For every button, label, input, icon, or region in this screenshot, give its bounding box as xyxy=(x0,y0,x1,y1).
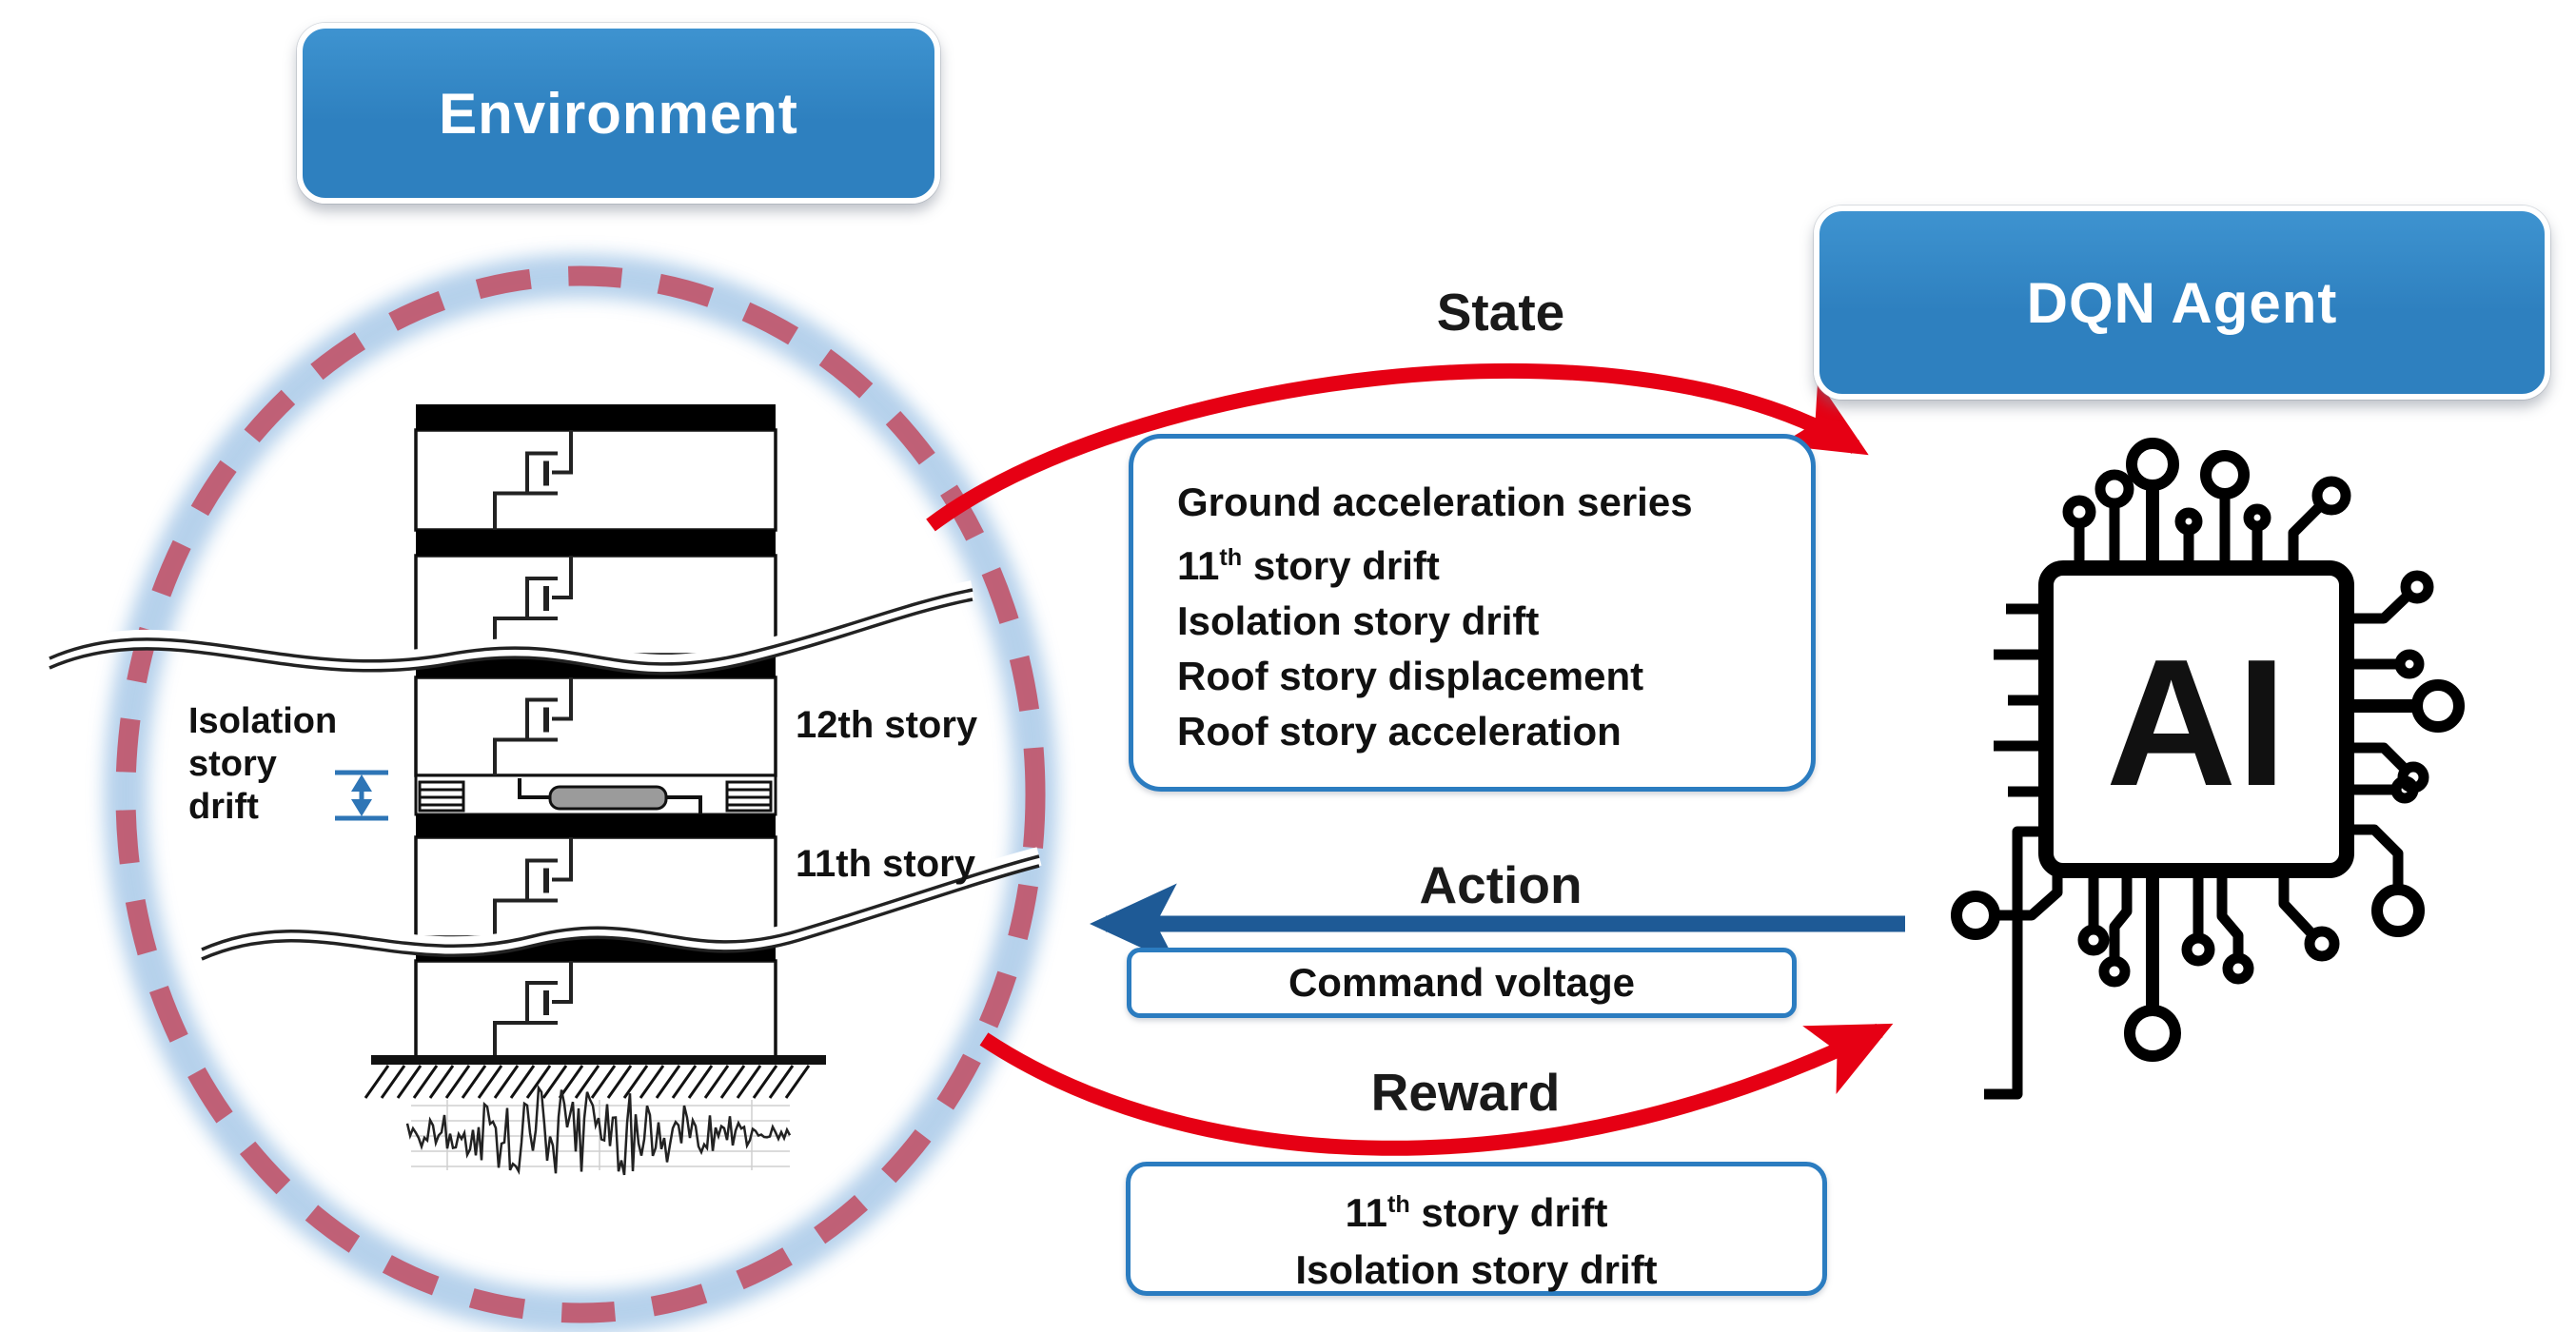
story-12-label: 12th story xyxy=(796,704,978,746)
story-11-label: 11th story xyxy=(796,843,975,885)
ground-motion-trace xyxy=(405,1084,792,1176)
drift-dimension-icon xyxy=(335,770,388,821)
command-voltage-box: Command voltage xyxy=(1127,948,1797,1018)
dqn-agent-badge-label: DQN Agent xyxy=(2026,270,2338,335)
state-title: State xyxy=(1436,283,1565,342)
environment-badge-label: Environment xyxy=(439,81,798,146)
reward-arrow xyxy=(979,1023,1894,1156)
dqn-agent-badge: DQN Agent xyxy=(1814,206,2550,400)
story-damper-symbols xyxy=(493,430,573,1058)
list-line: 11th story drift xyxy=(1345,1190,1608,1235)
list-line: Ground acceleration series xyxy=(1177,480,1693,524)
list-line: Isolation story drift xyxy=(1177,598,1540,643)
list-line: Isolation story drift xyxy=(1295,1247,1658,1292)
action-title: Action xyxy=(1419,855,1583,914)
state-arrow xyxy=(926,363,1869,532)
ai-chip-icon: AI xyxy=(1951,438,2465,1100)
list-line: Roof story acceleration xyxy=(1177,709,1622,754)
building-structure xyxy=(45,404,1042,1176)
ground xyxy=(364,1055,826,1099)
isolation-layer xyxy=(418,778,773,814)
list-line: Roof story displacement xyxy=(1177,654,1644,698)
rubber-bearing-right xyxy=(725,780,773,813)
reward-title: Reward xyxy=(1370,1063,1561,1122)
mr-damper xyxy=(518,778,702,814)
command-voltage-label: Command voltage xyxy=(1288,960,1636,1005)
environment-circle xyxy=(104,254,1057,1332)
state-box: Ground acceleration series 11th story dri… xyxy=(1129,434,1816,792)
break-line-wave-upper xyxy=(45,580,974,676)
break-line-wave-lower xyxy=(197,847,1042,961)
isolation-drift-label: Isolation story drift xyxy=(188,701,338,827)
environment-badge: Environment xyxy=(297,23,940,204)
ground-hatching xyxy=(364,1065,811,1099)
ai-chip-label: AI xyxy=(2106,622,2287,824)
rubber-bearing-left xyxy=(418,780,465,813)
list-line: 11th story drift xyxy=(1177,543,1440,588)
